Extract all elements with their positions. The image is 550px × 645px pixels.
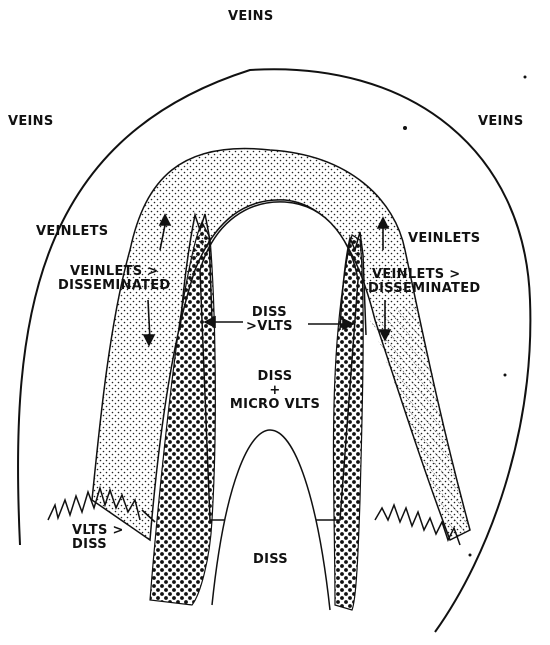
label-veinlets-left: VEINLETS <box>36 225 108 239</box>
label-vlts-diss-line1: VLTS > <box>72 524 124 538</box>
label-diss-vlts: DISS >VLTS <box>246 306 293 334</box>
label-veinlets-diss-right-line2: DISSEMINATED <box>368 282 481 296</box>
label-diss-vlts-line1: DISS <box>246 306 293 320</box>
label-diss-micro: DISS + MICRO VLTS <box>217 370 333 412</box>
label-veinlets-diss-right-line1: VEINLETS > <box>368 268 481 282</box>
label-veinlets-right: VEINLETS <box>408 232 480 246</box>
label-veinlets-diss-right: VEINLETS > DISSEMINATED <box>368 268 481 296</box>
label-veins-right: VEINS <box>478 115 524 129</box>
label-diss-bottom: DISS <box>253 553 288 567</box>
label-veinlets-diss-left: VEINLETS > DISSEMINATED <box>58 265 171 293</box>
label-diss-micro-line3: MICRO VLTS <box>217 398 333 412</box>
label-veinlets-diss-left-line2: DISSEMINATED <box>58 279 171 293</box>
label-diss-micro-line2: + <box>217 384 333 398</box>
stray-mark <box>524 76 527 79</box>
label-diss-micro-line1: DISS <box>217 370 333 384</box>
label-vlts-diss: VLTS > DISS <box>72 524 124 552</box>
label-veinlets-diss-left-line1: VEINLETS > <box>58 265 171 279</box>
stray-mark <box>504 374 507 377</box>
label-veins-top: VEINS <box>228 10 274 24</box>
label-diss-vlts-line2: >VLTS <box>246 320 293 334</box>
stray-mark <box>403 126 407 130</box>
stray-mark <box>469 554 472 557</box>
label-vlts-diss-line2: DISS <box>72 538 124 552</box>
label-veins-left: VEINS <box>8 115 54 129</box>
